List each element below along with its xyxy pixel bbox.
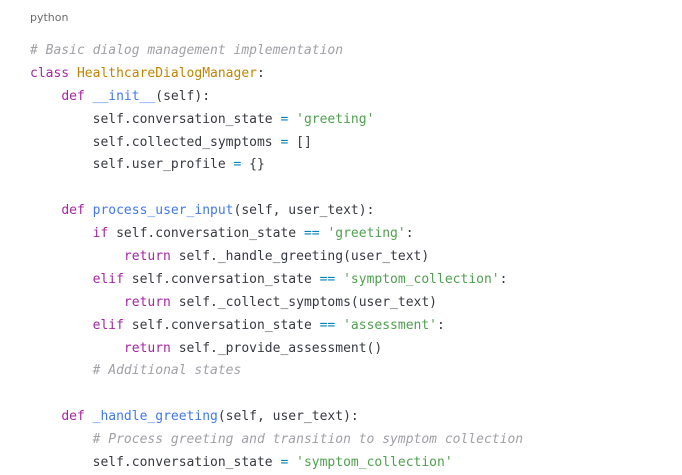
code-text: self._collect_symptoms(user_text)	[170, 294, 437, 310]
code-text: {}	[241, 157, 265, 173]
code-text: self.conversation_state	[123, 317, 320, 333]
keyword-token: return	[123, 294, 171, 310]
code-text	[85, 89, 93, 104]
code-line: return self._handle_greeting(user_text)	[30, 246, 523, 269]
code-line: self.conversation_state = 'symptom_colle…	[30, 452, 523, 475]
code-text	[288, 112, 296, 127]
class-name-token: HealthcareDialogManager	[76, 65, 257, 81]
operator-token: =	[280, 111, 289, 127]
code-text: (self, user_text):	[233, 203, 375, 219]
code-content[interactable]: # Basic dialog management implementation…	[30, 40, 523, 475]
code-text	[85, 409, 93, 424]
code-line: self.collected_symptoms = []	[30, 132, 523, 155]
keyword-token: return	[123, 249, 171, 265]
keyword-token: if	[92, 226, 109, 242]
code-line: return self._provide_assessment()	[30, 338, 523, 361]
operator-token: =	[280, 455, 289, 471]
code-text	[69, 66, 77, 81]
language-label: python	[30, 11, 69, 24]
code-line: elif self.conversation_state == 'assessm…	[30, 315, 523, 338]
function-name-token: process_user_input	[92, 203, 234, 219]
code-line	[30, 383, 523, 406]
code-text: []	[288, 134, 312, 150]
comment-token: # Process greeting and transition to sym…	[92, 432, 524, 448]
code-text: self.conversation_state	[92, 111, 281, 127]
code-text: (self):	[155, 88, 211, 104]
code-text: :	[499, 271, 508, 287]
code-line: return self._collect_symptoms(user_text)	[30, 292, 523, 315]
code-text: self._provide_assessment()	[170, 340, 383, 356]
code-line: # Basic dialog management implementation	[30, 40, 523, 63]
code-line: def process_user_input(self, user_text):	[30, 200, 523, 223]
code-text: self.collected_symptoms	[92, 134, 281, 150]
keyword-token: def	[61, 409, 85, 425]
code-line: elif self.conversation_state == 'symptom…	[30, 269, 523, 292]
string-token: 'symptom_collection'	[343, 271, 500, 287]
code-line	[30, 177, 523, 200]
operator-token: ==	[319, 317, 336, 333]
code-text: self._handle_greeting(user_text)	[170, 249, 430, 265]
code-text	[335, 272, 343, 287]
keyword-token: elif	[92, 317, 124, 333]
code-text: self.conversation_state	[108, 226, 304, 242]
keyword-token: def	[61, 88, 85, 104]
code-text	[85, 203, 93, 218]
code-line: class HealthcareDialogManager:	[30, 63, 523, 86]
code-line: if self.conversation_state == 'greeting'…	[30, 223, 523, 246]
code-text: self.user_profile	[92, 157, 234, 173]
code-line: self.user_profile = {}	[30, 154, 523, 177]
string-token: 'symptom_collection'	[296, 455, 453, 471]
operator-token: =	[233, 157, 242, 173]
string-token: 'greeting'	[296, 111, 375, 127]
operator-token: =	[280, 134, 289, 150]
comment-token: # Basic dialog management implementation	[30, 43, 344, 58]
string-token: 'assessment'	[343, 317, 438, 333]
code-text	[335, 318, 343, 333]
keyword-token: def	[61, 203, 85, 219]
string-token: 'greeting'	[327, 226, 406, 242]
function-name-token: __init__	[92, 88, 156, 104]
function-name-token: _handle_greeting	[92, 409, 218, 425]
code-text: :	[437, 317, 445, 333]
code-line: # Process greeting and transition to sym…	[30, 429, 523, 452]
code-text: self.conversation_state	[123, 271, 320, 287]
operator-token: ==	[319, 271, 336, 287]
operator-token: ==	[303, 226, 320, 242]
keyword-token: class	[30, 65, 70, 81]
code-text: :	[256, 65, 265, 81]
comment-token: # Additional states	[92, 363, 242, 379]
code-line: # Additional states	[30, 360, 523, 383]
code-text: self.conversation_state	[92, 455, 281, 471]
keyword-token: return	[123, 340, 171, 356]
code-line: def _handle_greeting(self, user_text):	[30, 406, 523, 429]
code-text	[288, 455, 296, 470]
code-line: def __init__(self):	[30, 86, 523, 109]
code-text: (self, user_text):	[217, 409, 359, 425]
code-line: self.conversation_state = 'greeting'	[30, 109, 523, 132]
keyword-token: elif	[92, 271, 124, 287]
code-text: :	[405, 226, 414, 242]
